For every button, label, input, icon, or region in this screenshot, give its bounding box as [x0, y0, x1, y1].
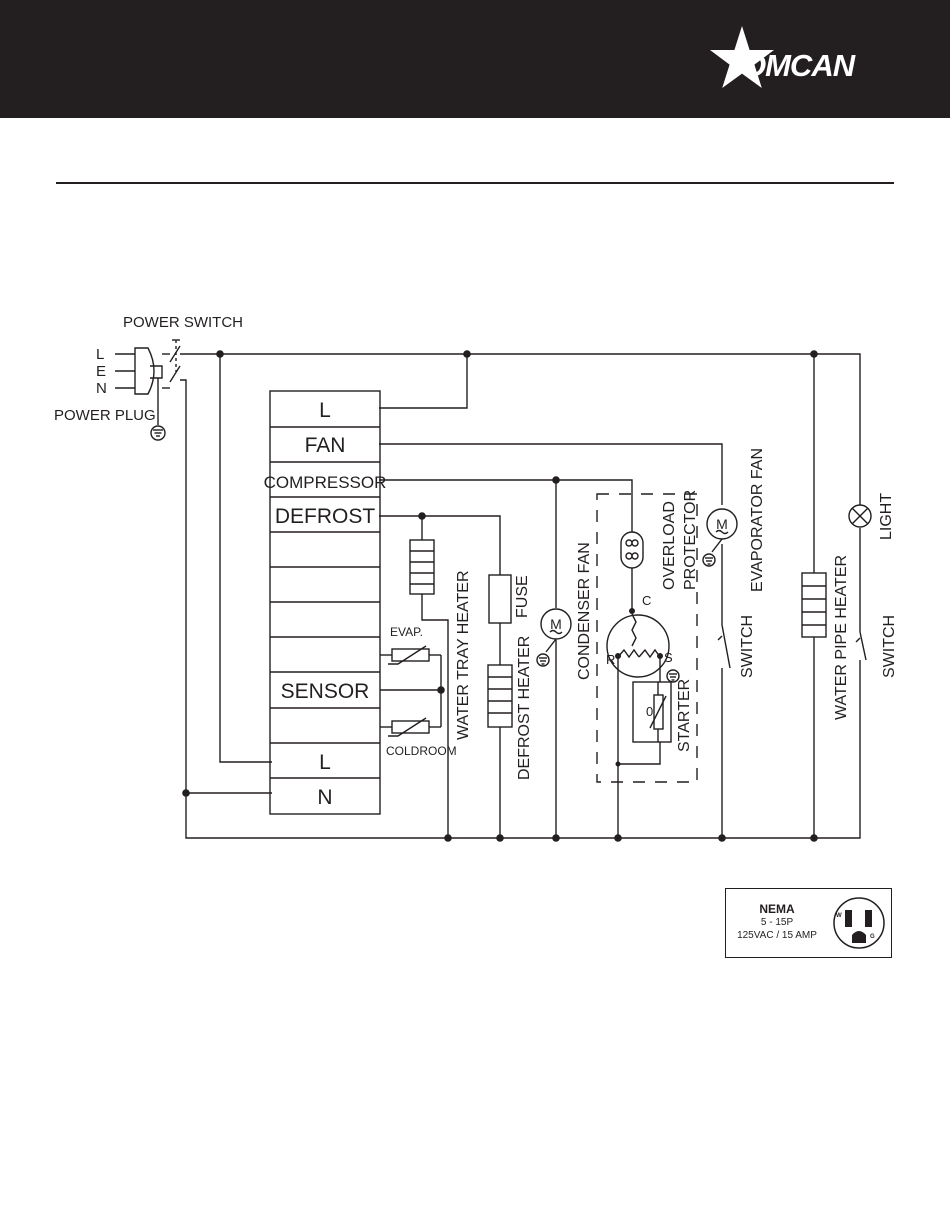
nema-pin-w: W	[836, 913, 842, 919]
evaporator-fan-label: EVAPORATOR FAN	[749, 448, 766, 592]
starter-icon	[616, 682, 672, 767]
terminal-compressor: COMPRESSOR	[264, 473, 387, 492]
compressor-terminal-s: S	[664, 650, 673, 665]
plug-ground-icon	[151, 426, 165, 440]
water-tray-heater-label: WATER TRAY HEATER	[455, 571, 472, 741]
fuse-label: FUSE	[514, 575, 531, 618]
terminal-defrost: DEFROST	[275, 505, 376, 528]
power-switch	[162, 340, 180, 388]
omcan-logo: OMCAN	[0, 0, 950, 118]
defrost-heater-icon	[488, 665, 512, 727]
compressor-terminal-r: R	[606, 652, 615, 667]
defrost-heater-label: DEFROST HEATER	[516, 636, 533, 780]
coldroom-sensor-label: COLDROOM	[386, 744, 457, 758]
evap-sensor-icon	[388, 646, 429, 664]
compressor-motor-icon	[607, 608, 669, 838]
light-switch-label: SWITCH	[881, 615, 898, 678]
evaporator-fan-ground-icon	[703, 554, 715, 566]
light-switch-icon	[856, 632, 866, 660]
plug-terminal-e: E	[96, 363, 106, 380]
condenser-fan-label: CONDENSER FAN	[576, 542, 593, 680]
nema-info-box: NEMA 5 - 15P 125VAC / 15 AMP W G	[725, 888, 892, 958]
compressor-terminal-c: C	[642, 593, 651, 608]
plug-terminal-n: N	[96, 380, 107, 397]
water-pipe-heater-label: WATER PIPE HEATER	[833, 555, 850, 720]
plug-terminal-l: L	[96, 346, 104, 363]
terminal-fan: FAN	[305, 434, 346, 457]
evap-sensor-label: EVAP.	[390, 625, 423, 639]
nema-title: NEMA	[726, 902, 828, 916]
water-tray-heater-icon	[410, 540, 434, 594]
power-switch-label: POWER SWITCH	[123, 314, 243, 331]
nema-rating: 125VAC / 15 AMP	[726, 930, 828, 941]
terminal-n: N	[317, 786, 332, 809]
wiring-diagram: L E N POWER PLUG POWER SWITCH	[0, 300, 950, 1180]
sensor-wiring	[380, 655, 441, 727]
header-bar: OMCAN	[0, 0, 950, 118]
starter-label: STARTER	[676, 679, 693, 752]
terminal-l-bottom: L	[319, 751, 331, 774]
nema-type: 5 - 15P	[726, 917, 828, 928]
light-icon	[849, 505, 871, 527]
light-label: LIGHT	[878, 493, 895, 540]
condenser-fan-ground-icon	[537, 654, 549, 666]
fuse-icon	[489, 575, 511, 623]
terminal-l-top: L	[319, 399, 331, 422]
terminal-sensor: SENSOR	[281, 680, 370, 703]
power-plug	[115, 348, 165, 440]
starter-mark: 0	[646, 704, 653, 719]
logo-text: OMCAN	[742, 48, 856, 83]
coldroom-sensor-icon	[388, 718, 429, 736]
door-switch-icon	[718, 625, 730, 668]
nema-pin-g: G	[870, 934, 875, 940]
water-pipe-heater-icon	[802, 573, 826, 637]
evaporator-switch-label: SWITCH	[739, 615, 756, 678]
header-rule	[56, 182, 894, 184]
power-plug-label: POWER PLUG	[54, 407, 156, 424]
overload-protector-label-line2: PROTECTOR	[682, 490, 699, 590]
condenser-fan-motor-symbol: M	[550, 616, 562, 632]
overload-protector-label-line1: OVERLOAD	[661, 501, 678, 590]
overload-protector-icon	[621, 532, 643, 611]
evaporator-fan-motor-symbol: M	[716, 516, 728, 532]
nema-outlet-icon: W G	[830, 893, 890, 953]
